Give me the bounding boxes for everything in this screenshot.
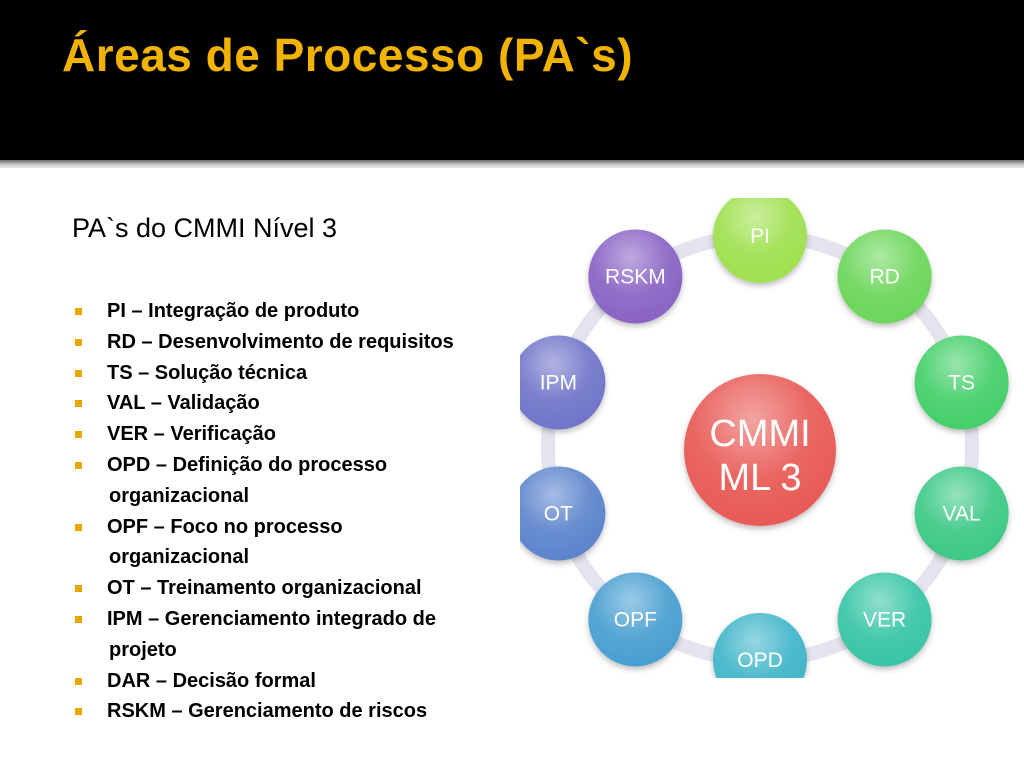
node-label: OPD <box>737 649 783 672</box>
node-gloss <box>588 572 683 667</box>
item-text-continuation: projeto <box>109 638 177 661</box>
node-ver: VER <box>837 572 932 667</box>
item-text: IPM – Gerenciamento integrado de <box>107 607 436 630</box>
center-node: CMMI ML 3 <box>684 374 836 526</box>
node-opf: OPF <box>588 572 683 667</box>
list-item: OT – Treinamento organizacional <box>72 573 522 604</box>
list-item: DAR – Decisão formal <box>72 666 522 697</box>
node-gloss <box>914 335 1009 430</box>
item-text: OPD – Definição do processo <box>107 453 388 476</box>
bullet-icon <box>75 338 82 346</box>
node-gloss <box>588 229 683 324</box>
node-label: IPM <box>540 371 577 394</box>
list-item: OPF – Foco no processo organizacional <box>72 512 522 574</box>
node-label: OPF <box>614 609 657 632</box>
list-item: OPD – Definição do processo organizaciona… <box>72 450 522 512</box>
item-text-continuation: organizacional <box>109 484 250 507</box>
cmmi-cycle-diagram: CMMI ML 3 PI RD TS VAL VER OPD OPF OT IPM RSKM <box>520 198 1009 678</box>
list-item: RD – Desenvolvimento de requisitos <box>72 327 522 358</box>
node-gloss <box>520 466 606 561</box>
list-item: TS – Solução técnica <box>72 358 522 389</box>
node-val: VAL <box>914 466 1009 561</box>
item-text: RSKM – Gerenciamento de riscos <box>107 700 428 723</box>
node-label: PI <box>750 225 770 248</box>
center-label-line2: ML 3 <box>718 457 801 499</box>
bullet-icon <box>75 708 82 716</box>
node-label: RD <box>869 265 899 288</box>
bullet-icon <box>75 615 82 623</box>
center-label-line1: CMMI <box>709 413 810 455</box>
list-item: IPM – Gerenciamento integrado de projeto <box>72 604 522 666</box>
bullet-icon <box>75 400 82 408</box>
slide-subtitle: PA`s do CMMI Nível 3 <box>72 213 338 243</box>
slide-content: PA`s do CMMI Nível 3 PI – Integração de … <box>0 168 1024 768</box>
title-divider <box>0 160 1024 168</box>
node-pi: PI <box>713 198 807 283</box>
list-item: RSKM – Gerenciamento de riscos <box>72 696 522 727</box>
node-rskm: RSKM <box>588 229 683 324</box>
node-label: RSKM <box>605 265 666 288</box>
bullet-icon <box>75 585 82 593</box>
bullet-icon <box>75 677 82 685</box>
item-text: DAR – Decisão formal <box>107 669 316 692</box>
node-label: VAL <box>943 503 981 526</box>
node-rd: RD <box>837 229 932 324</box>
node-gloss <box>914 466 1009 561</box>
item-text-continuation: organizacional <box>109 546 250 569</box>
bullet-icon <box>75 523 82 531</box>
title-bar: Áreas de Processo (PA`s) <box>0 0 1024 160</box>
node-opd: OPD <box>713 613 807 678</box>
bullet-icon <box>75 308 82 315</box>
node-gloss <box>837 229 932 324</box>
item-text: OT – Treinamento organizacional <box>107 577 422 600</box>
node-label: OT <box>544 503 573 526</box>
node-ts: TS <box>914 335 1009 430</box>
list-item: VAL – Validação <box>72 388 522 419</box>
node-gloss <box>837 572 932 667</box>
bullet-icon <box>75 431 82 439</box>
process-area-nodes: PI RD TS VAL VER OPD OPF OT IPM RSKM <box>520 198 1009 678</box>
node-ipm: IPM <box>520 335 606 430</box>
item-text: VAL – Validação <box>107 392 260 415</box>
center-gloss <box>684 374 836 526</box>
node-label: TS <box>948 371 975 394</box>
item-text: VER – Verificação <box>107 423 276 446</box>
node-ot: OT <box>520 466 606 561</box>
item-text: TS – Solução técnica <box>107 361 308 384</box>
item-text: OPF – Foco no processo <box>107 515 343 538</box>
item-text: PI – Integração de produto <box>107 300 360 322</box>
node-gloss <box>713 198 807 283</box>
node-gloss <box>713 613 807 678</box>
list-item: VER – Verificação <box>72 419 522 450</box>
slide-title: Áreas de Processo (PA`s) <box>62 29 634 81</box>
bullet-icon <box>75 369 82 377</box>
node-gloss <box>520 335 606 430</box>
process-area-list: PI – Integração de produto RD – Desenvol… <box>72 296 522 727</box>
node-label: VER <box>863 609 906 632</box>
list-item: PI – Integração de produto <box>72 296 522 327</box>
bullet-icon <box>75 461 82 469</box>
item-text: RD – Desenvolvimento de requisitos <box>107 330 454 353</box>
